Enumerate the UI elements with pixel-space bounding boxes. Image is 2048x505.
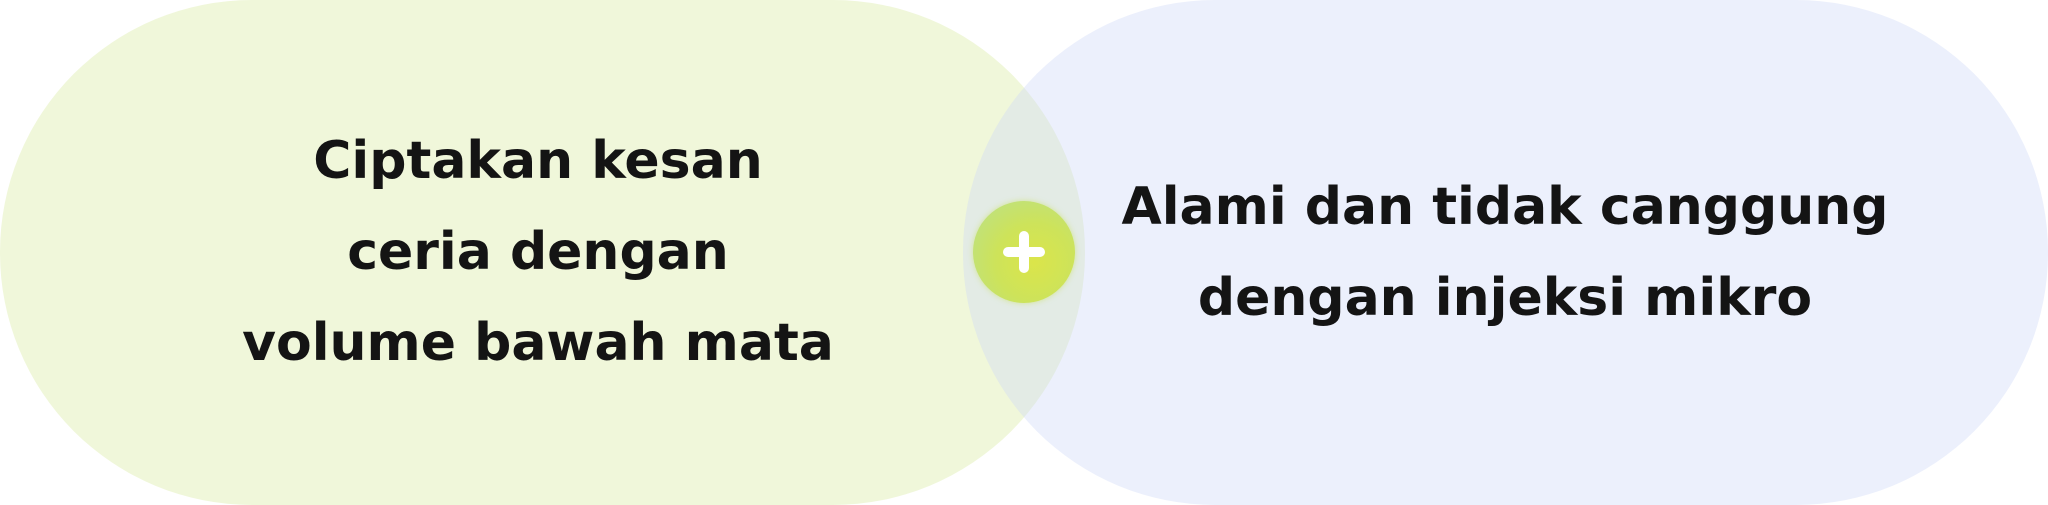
plus-connector-badge bbox=[973, 201, 1075, 303]
left-caption-line-3: volume bawah mata bbox=[242, 313, 834, 373]
right-caption-line-2: dengan injeksi mikro bbox=[1197, 267, 1813, 328]
left-caption-line-2: ceria dengan bbox=[347, 222, 729, 282]
left-pill-shape bbox=[0, 0, 1085, 505]
plus-icon bbox=[1003, 231, 1045, 273]
left-caption-line-1: Ciptakan kesan bbox=[313, 131, 763, 191]
right-caption: Alami dan tidak canggung dengan injeksi … bbox=[1085, 140, 1925, 365]
right-caption-line-1: Alami dan tidak canggung bbox=[1121, 176, 1889, 237]
left-caption: Ciptakan kesan ceria dengan volume bawah… bbox=[200, 106, 876, 399]
right-pill-shape bbox=[963, 0, 2048, 505]
